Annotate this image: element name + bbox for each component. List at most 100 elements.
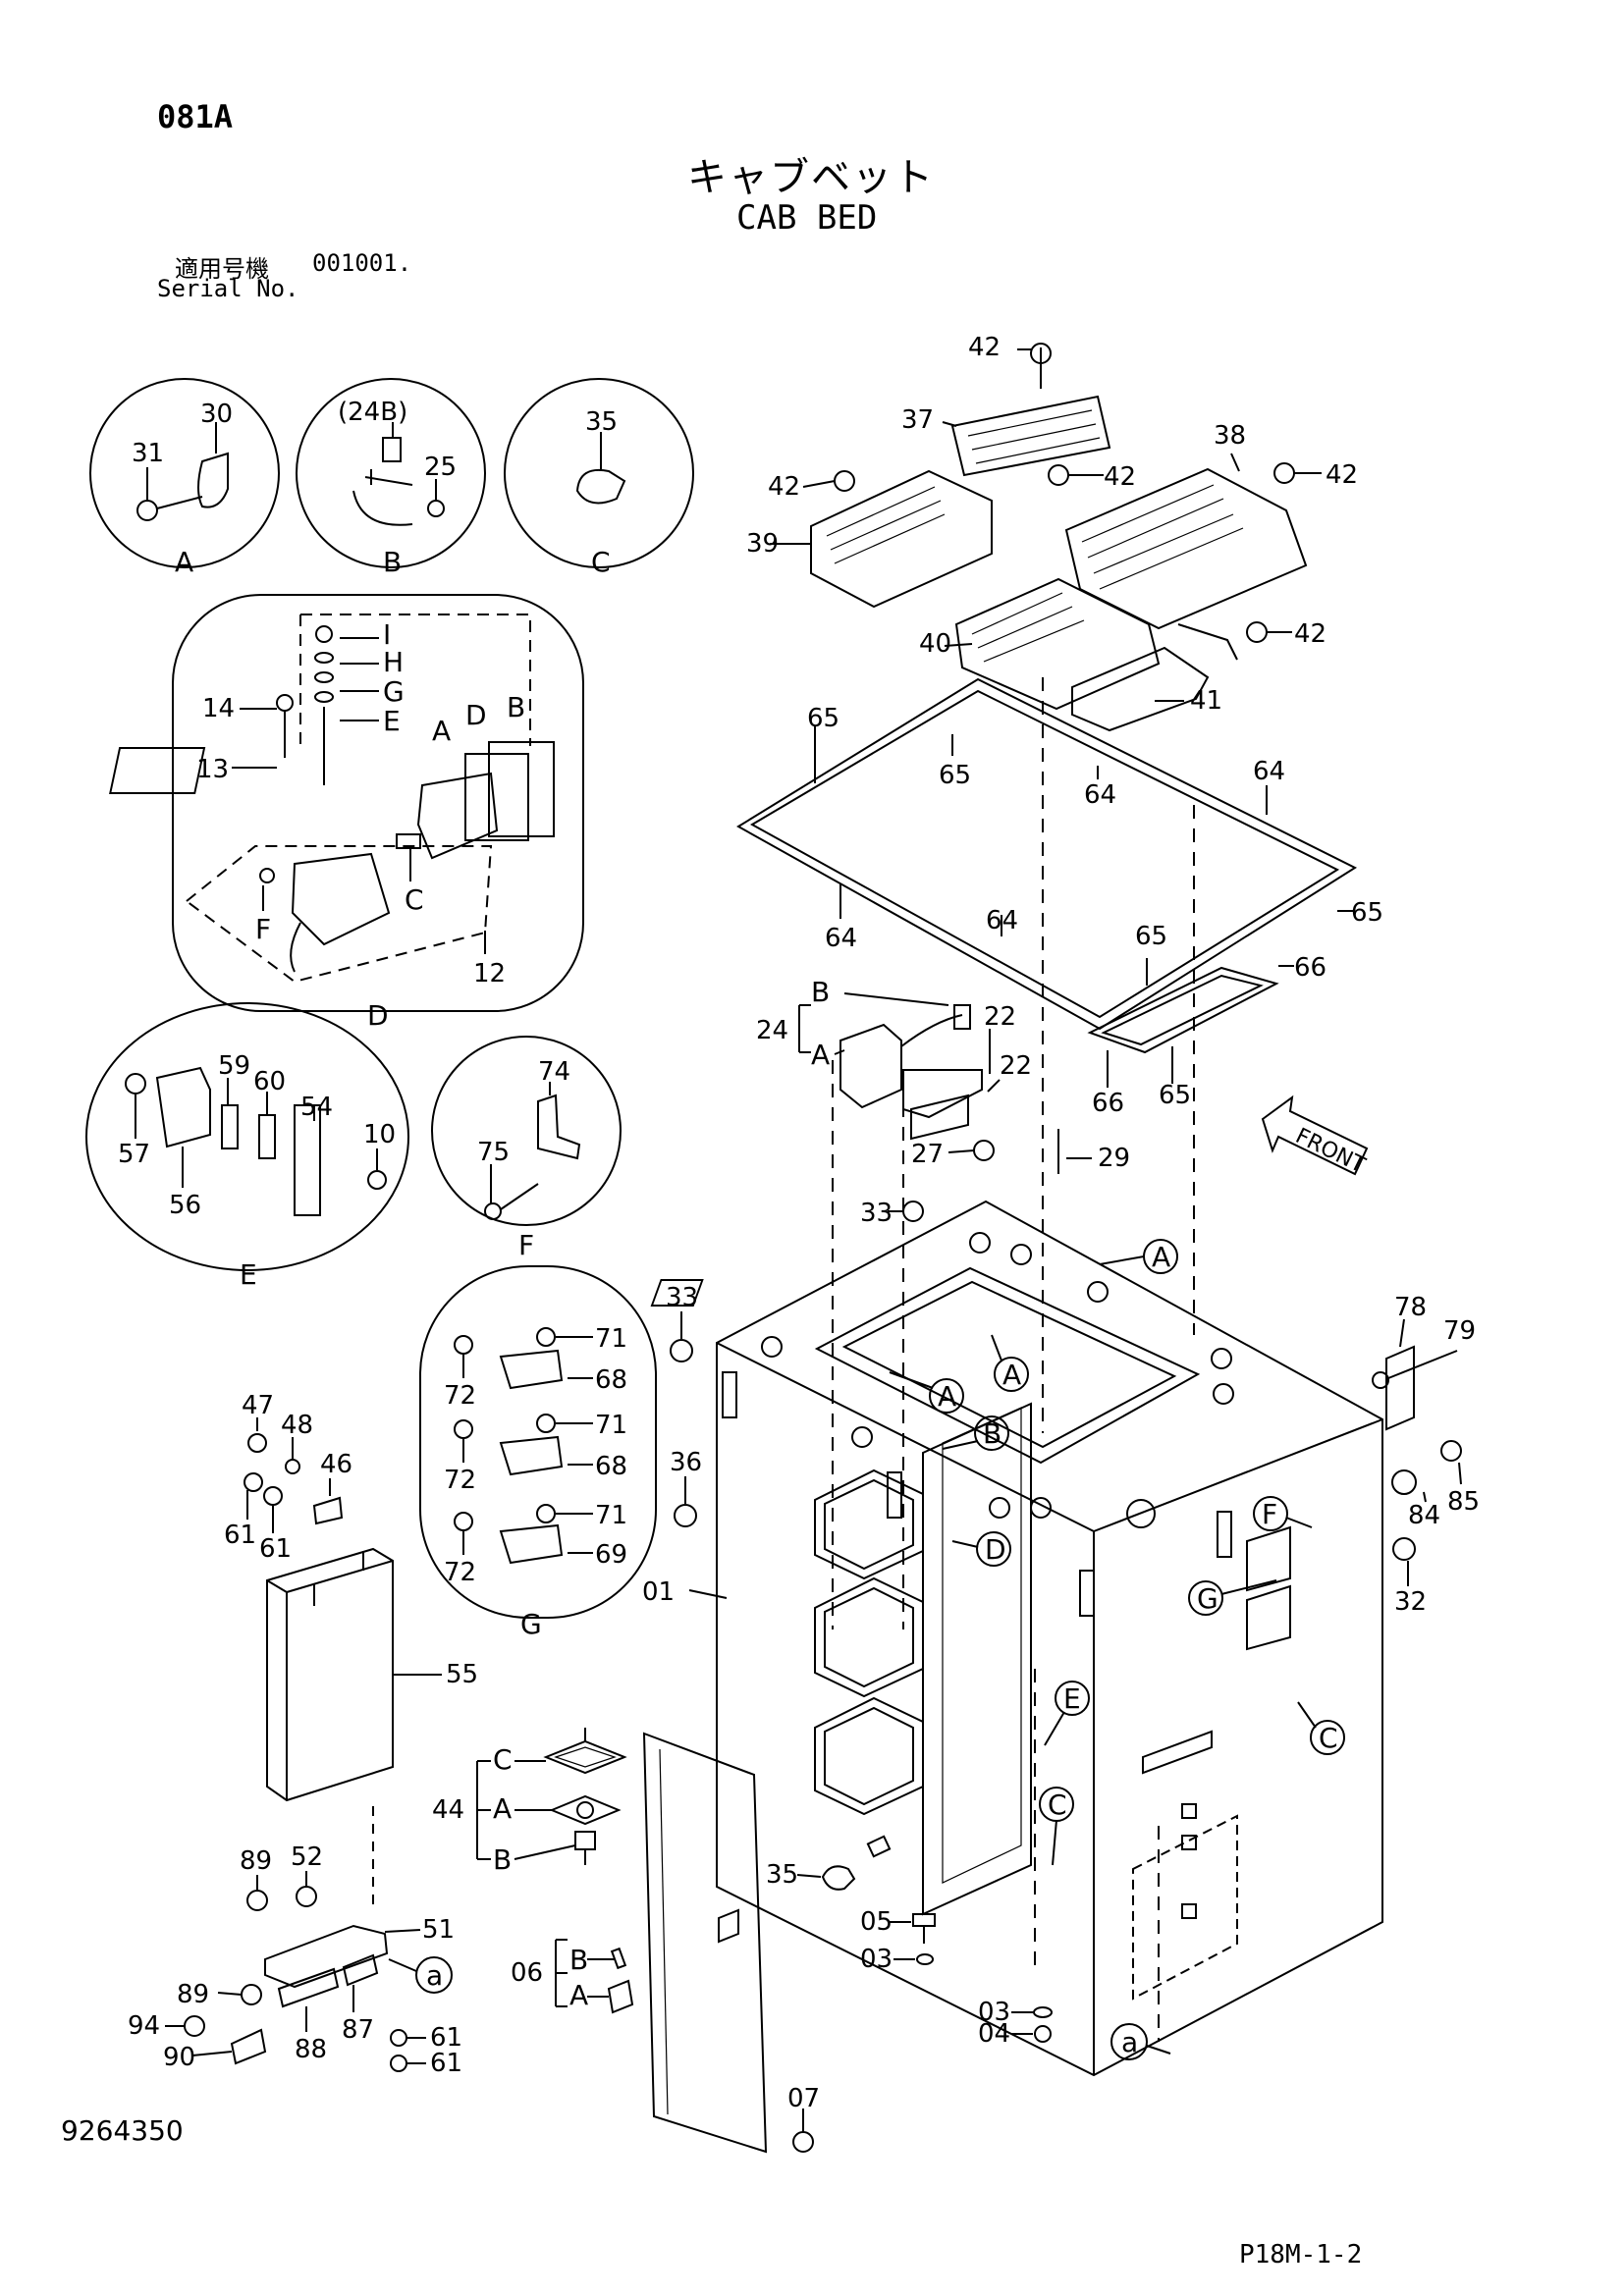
detail-c-label: C [591, 546, 611, 578]
callout-42-b: 42 [768, 472, 800, 502]
callout-37: 37 [901, 405, 934, 435]
callout-06-b: B [569, 1944, 588, 1976]
mount-assembly: 44 C A B [432, 1728, 627, 1876]
bolt-part-14 [276, 694, 294, 712]
bolt-42-left [834, 470, 855, 492]
detail-b-circle [296, 378, 486, 568]
leader-22b [987, 1079, 1001, 1093]
detail-view-e: 59 60 54 57 56 10 E [85, 1002, 409, 1291]
socket-part-35 [866, 1835, 892, 1858]
callout-87: 87 [342, 2015, 374, 2045]
callout-05: 05 [860, 1907, 893, 1937]
detail-c-circle [504, 378, 694, 568]
bolt-42-right [1273, 462, 1295, 484]
switch-body [382, 437, 402, 462]
seal-inner [749, 689, 1340, 1019]
latch-part-a [607, 1979, 634, 2014]
bolt-part-89b [241, 1984, 262, 2005]
plate-part-13 [109, 747, 206, 794]
callout-24-a: A [811, 1039, 830, 1071]
detail-reference-markers: A A A B D F G E C C a a [388, 1239, 1345, 2060]
mount-bolt-b [574, 1831, 596, 1850]
nut-part-61a [244, 1472, 263, 1492]
shim-part-59 [221, 1104, 239, 1149]
mat-part-38 [1064, 467, 1308, 630]
callout-74: 74 [538, 1057, 570, 1087]
inner-frame [922, 1402, 1032, 1916]
callout-59: 59 [218, 1051, 250, 1081]
callout-01: 01 [642, 1577, 675, 1607]
nut-part-04 [1034, 2025, 1052, 2043]
callout-42-c: 42 [1104, 462, 1136, 492]
top-opening [814, 1266, 1201, 1465]
small-parts-lower: 35 05 03 03 04 [766, 1835, 1053, 2049]
bolt-part-27 [973, 1140, 995, 1161]
callout-85: 85 [1447, 1487, 1480, 1517]
nut-part-33b [670, 1339, 693, 1362]
callout-22-b: 22 [1000, 1051, 1032, 1081]
leader-24b [843, 992, 949, 1006]
callout-88: 88 [295, 2035, 327, 2064]
leader-79 [1387, 1350, 1458, 1379]
bulb-part-c [396, 833, 421, 849]
callout-24b: (24B) [338, 398, 407, 427]
detail-view-d: I H G E 14 13 A D B C F 12 D [109, 594, 584, 1032]
callout-94: 94 [128, 2011, 160, 2041]
bolt-part-47 [247, 1433, 267, 1453]
callout-61-b: 61 [259, 1534, 292, 1564]
bolt-part-25 [427, 500, 445, 517]
leader-51 [384, 1929, 421, 1933]
callout-69: 69 [595, 1540, 627, 1570]
bolt-shank [156, 496, 203, 509]
detail-d-label: D [367, 999, 389, 1032]
bulb-part-35 [575, 469, 626, 505]
callout-56: 56 [169, 1191, 201, 1220]
top-bosses [761, 1232, 1234, 1519]
detail-view-f: 74 75 F [431, 1036, 622, 1261]
bolt-part-05 [912, 1913, 936, 1927]
callout-31: 31 [132, 439, 164, 468]
nut-i [315, 625, 333, 643]
callout-65-e: 65 [1159, 1081, 1191, 1110]
detail-d-frame [172, 594, 584, 1012]
body-callouts: 33 33 36 01 78 79 84 85 32 [642, 1199, 1480, 1617]
nut-part-61b [263, 1486, 283, 1506]
nut-part-32 [1392, 1537, 1416, 1561]
callout-46: 46 [320, 1450, 352, 1479]
callout-i: I [383, 618, 391, 651]
tank-hose [900, 1014, 963, 1047]
callout-25: 25 [424, 453, 457, 482]
seal-frame: 65 65 64 64 64 64 65 65 66 66 65 [736, 677, 1383, 1433]
callout-29: 29 [1098, 1144, 1130, 1173]
callout-14: 14 [202, 694, 235, 723]
bracket-part-78 [1385, 1345, 1415, 1431]
callout-79: 79 [1443, 1316, 1476, 1346]
lamp-housing [291, 852, 391, 946]
callout-90: 90 [163, 2043, 195, 2072]
leader-38 [1230, 453, 1240, 472]
bracket-part-74 [537, 1094, 581, 1160]
callout-h: H [383, 646, 404, 678]
mount-plate-a [549, 1794, 622, 1826]
bracket-68-mid [454, 1414, 593, 1476]
leader-24a [834, 1049, 845, 1055]
leader-01 [688, 1589, 728, 1599]
nut-part-61d [390, 2055, 407, 2072]
seal-outer [736, 677, 1358, 1031]
top-rect-hole [650, 1279, 704, 1307]
marker-e: E [1063, 1682, 1081, 1715]
inner-frame-2 [942, 1407, 1022, 1884]
callout-64-d: 64 [986, 906, 1018, 935]
callout-03-b: 03 [978, 1998, 1010, 2027]
leader-90 [191, 2051, 233, 2056]
lamp-lens-a [416, 772, 499, 860]
box-part-55 [266, 1547, 394, 1802]
lamp-wire [290, 922, 301, 973]
callout-13: 13 [196, 755, 229, 784]
callout-42-d: 42 [1326, 460, 1358, 490]
leader-27 [947, 1149, 975, 1153]
bolt-42-top [1030, 343, 1052, 364]
bolt-part-f [259, 868, 275, 883]
callout-78: 78 [1394, 1293, 1427, 1322]
callout-68-b: 68 [595, 1452, 627, 1481]
